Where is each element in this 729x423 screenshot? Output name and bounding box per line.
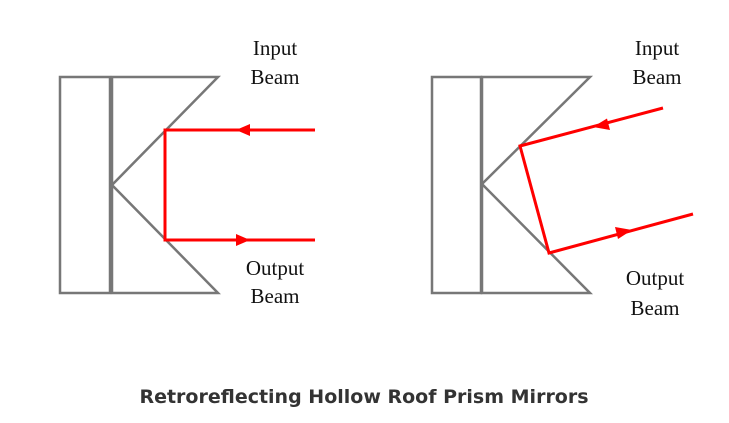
left-mount-plate: [58, 75, 112, 295]
right-input-label-1: Input: [635, 36, 679, 60]
right-input-arrow-icon: [593, 118, 610, 130]
right-roof-mirror: [480, 75, 594, 295]
diagram-title: Retroreflecting Hollow Roof Prism Mirror…: [139, 386, 588, 408]
left-output-label-2: Beam: [251, 284, 300, 308]
left-input-label-1: Input: [253, 36, 297, 60]
right-prism: Input Beam Output Beam: [430, 36, 694, 320]
left-output-arrow-icon: [236, 234, 250, 246]
right-beam-path: [518, 106, 694, 255]
right-output-arrow-icon: [615, 227, 632, 239]
left-input-label-2: Beam: [251, 65, 300, 89]
left-output-label-1: Output: [246, 256, 305, 280]
right-output-label-1: Output: [626, 266, 685, 290]
right-mount-plate: [430, 75, 483, 295]
left-prism: Input Beam Output Beam: [58, 36, 315, 308]
left-input-arrow-icon: [236, 124, 250, 136]
right-input-label-2: Beam: [633, 65, 682, 89]
right-output-label-2: Beam: [631, 296, 680, 320]
left-beam-path: [163, 128, 315, 242]
